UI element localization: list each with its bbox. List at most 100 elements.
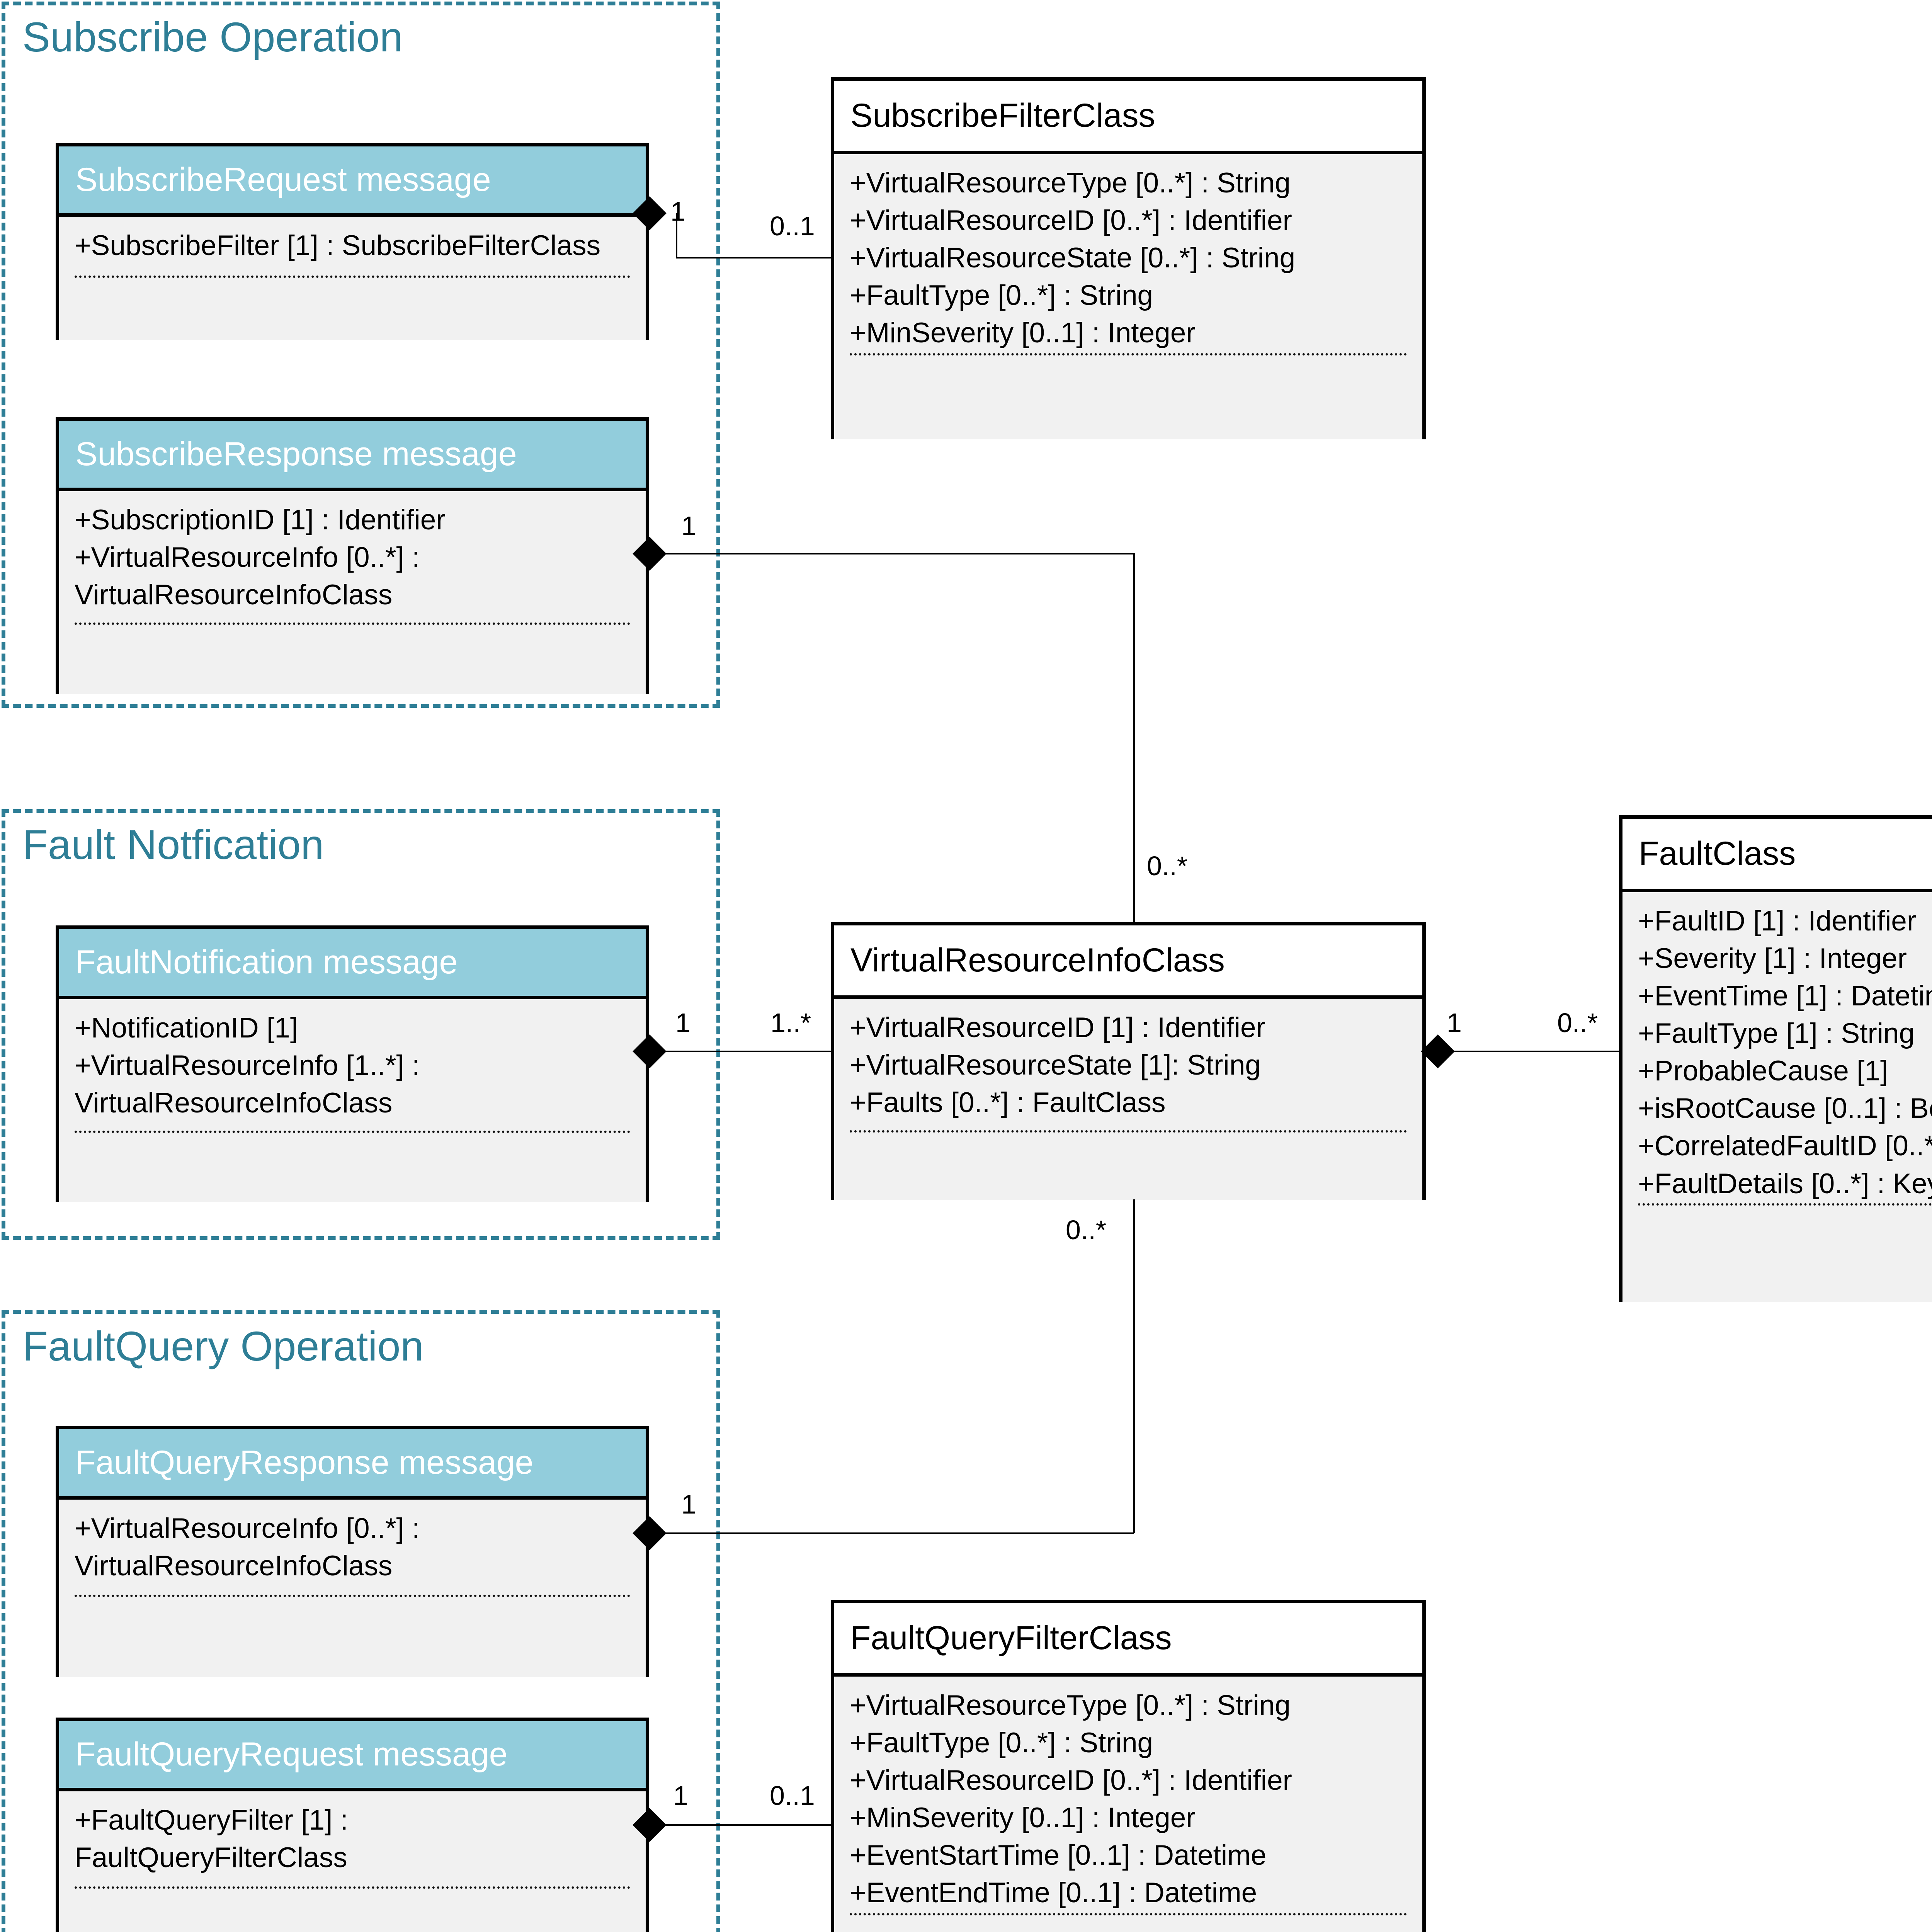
multiplicity-label: 1 [1447,1008,1462,1038]
attribute-row: +VirtualResourceType [0..*] : String [850,167,1291,199]
attribute-row: +CorrelatedFaultID [0..*] : Identifier [1638,1130,1932,1162]
connector-segment-vertical [1133,553,1135,923]
box-title-virtual-resource-info-class: VirtualResourceInfoClass [850,942,1225,979]
attribute-row: +FaultType [0..*] : String [850,1727,1153,1759]
region-subscribe-operation [2,2,720,708]
box-title-fault-query-response: FaultQueryResponse message [75,1444,534,1481]
box-title-subscribe-filter-class: SubscribeFilterClass [850,97,1155,134]
attribute-row: +isRootCause [0..1] : Boolean [1638,1093,1932,1124]
box-body-fault-query-request: +FaultQueryFilter [1] : FaultQueryFilter… [59,1791,646,1932]
attribute-row: +EventTime [1] : Datetime [1638,980,1932,1012]
box-title-subscribe-response: SubscribeResponse message [75,435,517,473]
multiplicity-label: 0..* [1147,851,1188,881]
box-header-subscribe-response: SubscribeResponse message [59,421,646,491]
region-title-fault-notification: Fault Notfication [22,821,324,868]
box-body-fault-class: +FaultID [1] : Identifier +Severity [1] … [1622,892,1932,1302]
multiplicity-label: 0..1 [770,1781,815,1811]
compartment-separator [75,1595,630,1597]
attribute-row: +VirtualResourceState [0..*] : String [850,242,1296,274]
connector-segment-horizontal [662,1532,1134,1534]
compartment-separator [850,1913,1407,1915]
box-header-fault-query-request: FaultQueryRequest message [59,1721,646,1791]
compartment-separator [75,622,630,625]
multiplicity-label: 1 [675,1008,690,1038]
attribute-row: +FaultQueryFilter [1] : [75,1804,348,1836]
attribute-row: +MinSeverity [0..1] : Integer [850,1802,1196,1834]
box-header-fault-class: FaultClass [1622,819,1932,892]
box-body-subscribe-response: +SubscriptionID [1] : Identifier +Virtua… [59,491,646,694]
connector-segment-horizontal [662,553,1134,554]
connector-segment-horizontal [676,257,832,259]
attribute-row: +SubscriptionID [1] : Identifier [75,504,446,536]
multiplicity-label: 1..* [770,1008,811,1038]
box-subscribe-filter-class[interactable]: SubscribeFilterClass +VirtualResourceTyp… [831,77,1426,439]
box-header-fault-query-response: FaultQueryResponse message [59,1429,646,1500]
connector-segment-horizontal [662,1051,832,1052]
attribute-row: +ProbableCause [1] [1638,1055,1888,1087]
compartment-separator [75,1886,630,1889]
box-fault-notification[interactable]: FaultNotification message +NotificationI… [56,925,649,1202]
box-header-subscribe-filter-class: SubscribeFilterClass [834,81,1422,154]
attribute-row: +FaultType [0..*] : String [850,280,1153,311]
attribute-row: VirtualResourceInfoClass [75,1087,393,1119]
attribute-row: +FaultDetails [0..*] : Key-Value pairs [1638,1168,1932,1199]
compartment-separator [850,1130,1407,1133]
region-fault-query-operation [2,1310,720,1932]
box-body-fault-notification: +NotificationID [1] +VirtualResourceInfo… [59,999,646,1202]
region-title-subscribe-operation: Subscribe Operation [22,14,403,60]
compartment-separator [75,1131,630,1133]
multiplicity-label: 0..* [1066,1215,1107,1245]
attribute-row: +VirtualResourceInfo [0..*] : [75,542,420,573]
connector-segment-horizontal [1450,1051,1620,1052]
connector-segment-vertical [1133,1199,1135,1533]
attribute-row: VirtualResourceInfoClass [75,579,393,611]
multiplicity-label: 1 [681,1489,696,1519]
attribute-row: +VirtualResourceType [0..*] : String [850,1690,1291,1721]
attribute-row: +MinSeverity [0..1] : Integer [850,317,1196,349]
connector-segment-horizontal [662,1824,832,1826]
multiplicity-label: 1 [670,196,685,226]
box-title-fault-class: FaultClass [1639,835,1796,872]
attribute-row: +Severity [1] : Integer [1638,943,1907,975]
box-fault-query-request[interactable]: FaultQueryRequest message +FaultQueryFil… [56,1718,649,1932]
box-fault-query-filter-class[interactable]: FaultQueryFilterClass +VirtualResourceTy… [831,1600,1426,1932]
attribute-row: +FaultType [1] : String [1638,1018,1915,1049]
box-virtual-resource-info-class[interactable]: VirtualResourceInfoClass +VirtualResourc… [831,922,1426,1200]
box-header-virtual-resource-info-class: VirtualResourceInfoClass [834,925,1422,999]
attribute-row: +SubscribeFilter [1] : SubscribeFilterCl… [75,230,601,261]
box-subscribe-request[interactable]: SubscribeRequest message +SubscribeFilte… [56,143,649,340]
compartment-separator [850,353,1407,355]
box-body-virtual-resource-info-class: +VirtualResourceID [1] : Identifier +Vir… [834,999,1422,1200]
attribute-row: +VirtualResourceID [0..*] : Identifier [850,205,1292,236]
attribute-row: VirtualResourceInfoClass [75,1550,393,1582]
box-title-fault-notification: FaultNotification message [75,944,458,981]
attribute-row: +VirtualResourceState [1]: String [850,1049,1261,1081]
box-header-fault-query-filter-class: FaultQueryFilterClass [834,1603,1422,1677]
multiplicity-label: 1 [681,511,696,541]
attribute-row: +FaultID [1] : Identifier [1638,905,1917,937]
box-body-fault-query-filter-class: +VirtualResourceType [0..*] : String +Fa… [834,1677,1422,1932]
attribute-row: FaultQueryFilterClass [75,1842,347,1874]
multiplicity-label: 0..1 [770,211,815,241]
box-title-subscribe-request: SubscribeRequest message [75,161,491,199]
attribute-row: +VirtualResourceID [1] : Identifier [850,1012,1265,1043]
attribute-row: +EventEndTime [0..1] : Datetime [850,1877,1257,1909]
attribute-row: +Faults [0..*] : FaultClass [850,1087,1166,1119]
attribute-row: +VirtualResourceID [0..*] : Identifier [850,1765,1292,1796]
box-body-subscribe-request: +SubscribeFilter [1] : SubscribeFilterCl… [59,217,646,340]
box-fault-class[interactable]: FaultClass +FaultID [1] : Identifier +Se… [1619,815,1932,1302]
attribute-row: +NotificationID [1] [75,1012,298,1044]
box-header-fault-notification: FaultNotification message [59,929,646,999]
box-subscribe-response[interactable]: SubscribeResponse message +SubscriptionI… [56,417,649,694]
connector-segment-vertical [676,213,677,258]
multiplicity-label: 0..* [1557,1008,1598,1038]
attribute-row: +EventStartTime [0..1] : Datetime [850,1840,1267,1871]
multiplicity-label: 1 [673,1781,688,1811]
attribute-row: +VirtualResourceInfo [0..*] : [75,1513,420,1544]
region-fault-notification [2,809,720,1240]
compartment-separator [75,276,630,278]
box-body-fault-query-response: +VirtualResourceInfo [0..*] : VirtualRes… [59,1500,646,1677]
box-title-fault-query-request: FaultQueryRequest message [75,1736,508,1773]
box-fault-query-response[interactable]: FaultQueryResponse message +VirtualResou… [56,1426,649,1677]
